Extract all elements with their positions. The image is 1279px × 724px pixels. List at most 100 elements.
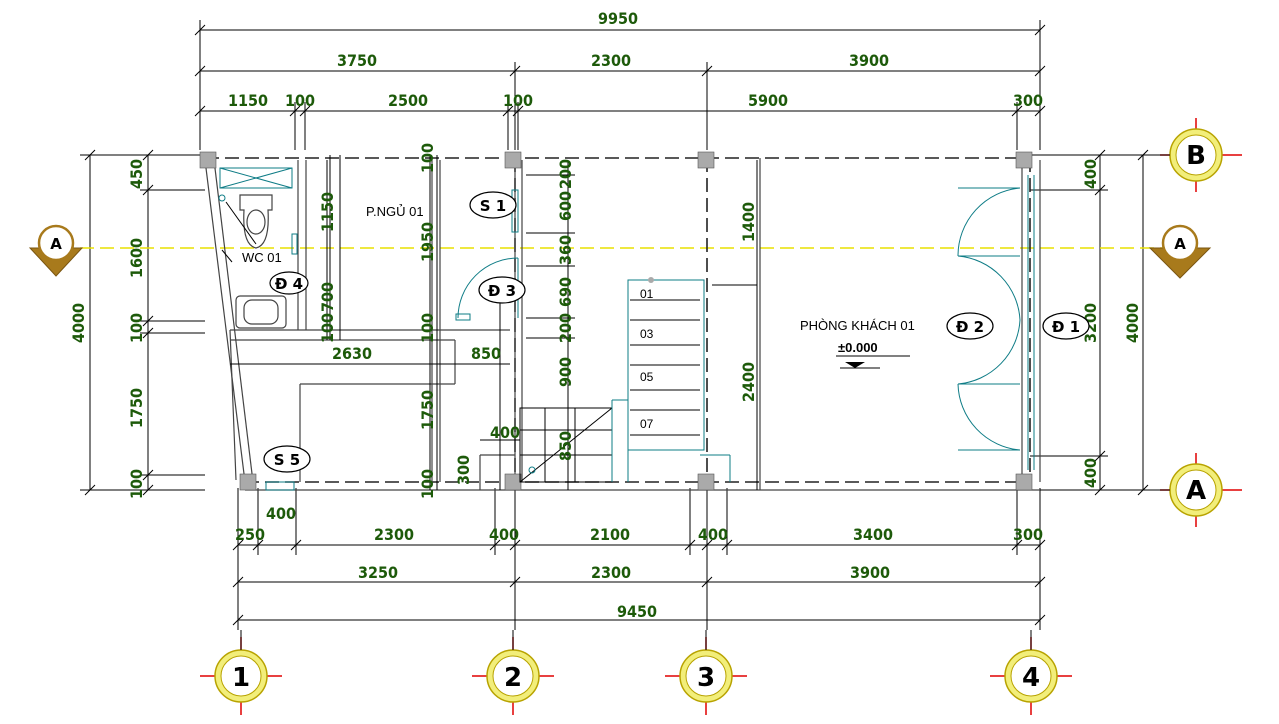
tag-d4-bubble	[269, 271, 309, 295]
axis-label-4: 4	[1022, 663, 1040, 693]
toilet-icon	[239, 194, 273, 249]
wc-fixtures	[218, 167, 293, 329]
tag-s5-bubble	[263, 445, 311, 473]
dim-bot-2300a: 2300	[374, 525, 414, 544]
axis-label-3: 3	[697, 663, 715, 693]
room-label-wc: WC 01	[242, 250, 282, 265]
dim-stair-900: 900	[556, 357, 575, 387]
dim-right-4000: 4000	[1123, 303, 1142, 343]
dim-bot-250: 250	[235, 525, 265, 544]
dim-top-2300: 2300	[591, 51, 631, 70]
dim-bot-400b: 400	[489, 525, 519, 544]
stair-step-01: 01	[640, 287, 654, 301]
dim-bot-2100: 2100	[590, 525, 630, 544]
dim-wc-1150: 1150	[318, 192, 337, 232]
dim-bot-3900: 3900	[850, 563, 890, 582]
structural-columns	[199, 151, 1033, 491]
room-label-bedroom: P.NGỦ 01	[366, 204, 424, 219]
dim-bed-100b: 100	[418, 313, 437, 343]
wc-marker-line	[221, 249, 233, 263]
doors	[265, 175, 1035, 491]
dim-bot-total: 9450	[617, 602, 657, 621]
tag-d1-bubble	[1042, 312, 1090, 340]
axis-label-b: B	[1186, 141, 1206, 171]
dim-stair-600: 600	[556, 191, 575, 221]
right-dimension-chains	[1030, 149, 1150, 496]
dim-living-1400: 1400	[739, 202, 758, 242]
stair-step-03: 03	[640, 327, 654, 341]
stair-step-07: 07	[640, 417, 654, 431]
dim-top-100a: 100	[285, 91, 315, 110]
level-symbol	[836, 355, 910, 369]
axis-bubble-2	[472, 637, 554, 715]
sink-icon	[235, 295, 287, 329]
dim-stair-850: 850	[556, 431, 575, 461]
dim-bed-1750: 1750	[418, 390, 437, 430]
dim-bed-100c: 100	[418, 469, 437, 499]
dim-top-3750: 3750	[337, 51, 377, 70]
dim-top-3900: 3900	[849, 51, 889, 70]
interior-dimension-lines	[230, 155, 758, 490]
tag-d2: Đ 2	[956, 318, 984, 336]
room-label-living: PHÒNG KHÁCH 01	[800, 318, 915, 333]
stair-step-05: 05	[640, 370, 654, 384]
left-dimension-chains	[80, 149, 205, 496]
dim-right-400a: 400	[1081, 159, 1100, 189]
tag-d1: Đ 1	[1052, 318, 1080, 336]
dim-top-100b: 100	[503, 91, 533, 110]
section-label-left: A	[50, 235, 62, 253]
dim-left-450: 450	[127, 159, 146, 189]
dim-bot-300: 300	[1013, 525, 1043, 544]
tag-d4: Đ 4	[275, 275, 303, 293]
dim-bot-3400: 3400	[853, 525, 893, 544]
dim-right-400b: 400	[1081, 458, 1100, 488]
axis-bubble-b	[1160, 118, 1242, 192]
dim-bot-2300b: 2300	[591, 563, 631, 582]
axis-extension-lines	[240, 154, 1170, 650]
tag-s1-bubble	[469, 191, 517, 219]
section-label-right: A	[1174, 235, 1186, 253]
dim-bot-3250: 3250	[358, 563, 398, 582]
axis-label-2: 2	[504, 663, 522, 693]
dim-wc-700: 700	[318, 282, 337, 312]
dim-left-100a: 100	[127, 313, 146, 343]
building-walls	[204, 155, 1041, 491]
dim-stair-200b: 200	[556, 313, 575, 343]
axis-bubble-3	[665, 637, 747, 715]
section-marker-right	[1148, 224, 1212, 279]
dim-living-2400: 2400	[739, 362, 758, 402]
dim-h-2630: 2630	[332, 344, 372, 363]
dim-left-1750: 1750	[127, 388, 146, 428]
floor-drain-icon	[218, 194, 226, 202]
dim-h-400: 400	[490, 423, 520, 442]
dim-wc-100: 100	[318, 313, 337, 343]
dim-top-2500: 2500	[388, 91, 428, 110]
dim-left-1600: 1600	[127, 238, 146, 278]
dim-v-300: 300	[454, 455, 473, 485]
dim-bed-100a: 100	[418, 143, 437, 173]
dim-top-5900: 5900	[748, 91, 788, 110]
dim-top-300: 300	[1013, 91, 1043, 110]
dim-bot-400a: 400	[266, 504, 296, 523]
axis-bubble-1	[200, 637, 282, 715]
tag-s5: S 5	[274, 451, 300, 469]
tag-d3: Đ 3	[488, 282, 516, 300]
tag-d3-bubble	[478, 276, 526, 304]
dim-bot-400c: 400	[698, 525, 728, 544]
dim-top-total: 9950	[598, 9, 638, 28]
axis-label-a: A	[1186, 476, 1206, 506]
dim-stair-360: 360	[556, 235, 575, 265]
tag-d2-bubble	[946, 312, 994, 340]
section-marker-left	[28, 224, 84, 277]
opening-tags	[263, 191, 1090, 473]
dim-stair-200a: 200	[556, 159, 575, 189]
dim-stair-690: 690	[556, 277, 575, 307]
bottom-dimension-chains	[232, 488, 1046, 630]
dim-top-1150: 1150	[228, 91, 268, 110]
axis-bubble-a	[1160, 453, 1242, 527]
dim-left-100b: 100	[127, 469, 146, 499]
grid-axis-bubbles	[200, 118, 1242, 715]
top-dimension-chains	[194, 20, 1046, 150]
dim-bed-1950: 1950	[418, 222, 437, 262]
